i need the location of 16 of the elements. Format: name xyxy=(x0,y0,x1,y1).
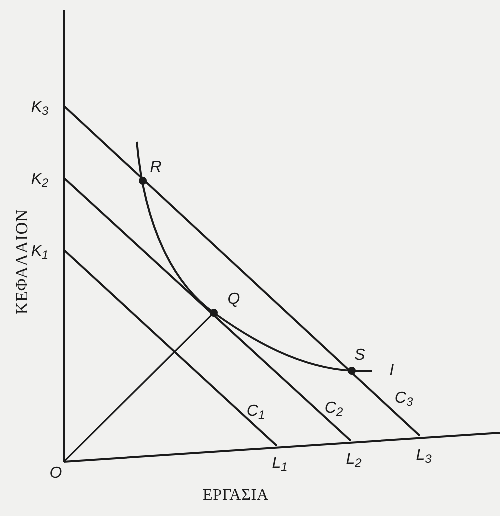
point-label: L$_{3}$ xyxy=(416,446,432,468)
point-label: L$_{1}$ xyxy=(272,454,288,476)
point-label: Q xyxy=(228,290,240,310)
point-label: C$_{1}$ xyxy=(246,402,266,424)
point-label: L$_{2}$ xyxy=(346,450,362,472)
point-label: R xyxy=(150,158,162,178)
point-label: O xyxy=(50,464,62,484)
point-label: I xyxy=(390,361,394,381)
axis-title: ΕΡΓΑΣΙΑ xyxy=(203,486,269,506)
point-label: S xyxy=(354,346,366,366)
point-label: K$_{3}$ xyxy=(31,98,49,120)
point-label: C$_{2}$ xyxy=(324,399,344,421)
point-label: C$_{3}$ xyxy=(394,389,414,411)
point-label: K$_{2}$ xyxy=(31,170,49,192)
point-label: K$_{1}$ xyxy=(31,242,49,264)
axis-title: ΚΕΦΑΛΑΙΟΝ xyxy=(11,209,32,315)
